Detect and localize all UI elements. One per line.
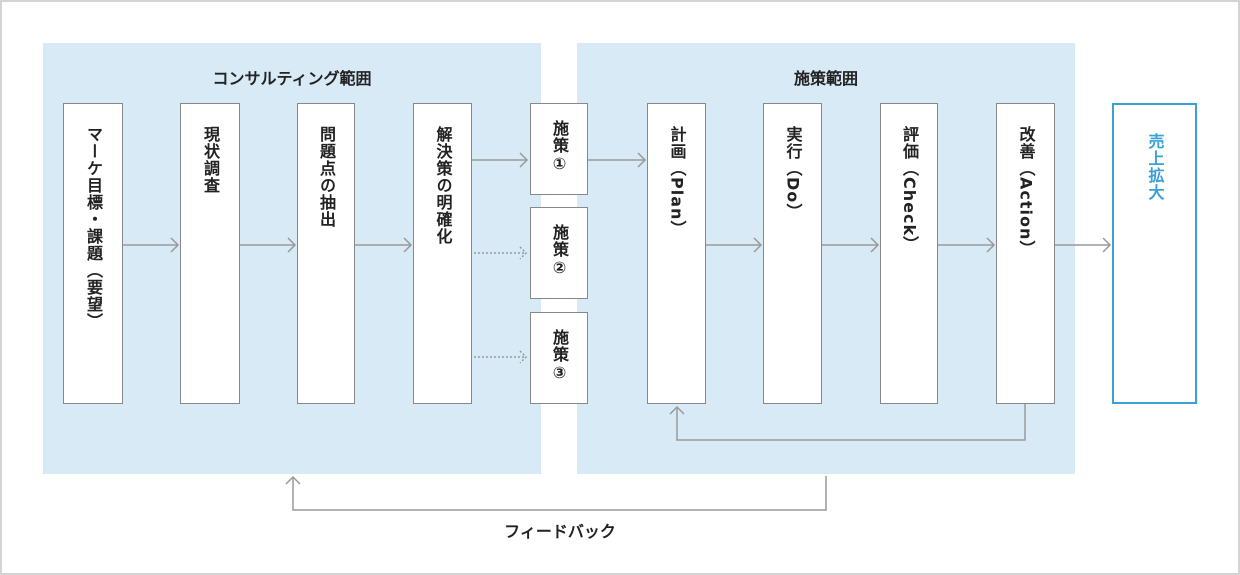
solution-clarification-box: 解決策の明確化 — [413, 103, 472, 404]
measure-1-box: 施策① — [530, 103, 588, 195]
measure-2-label: 施策② — [550, 224, 569, 278]
arrow-feedback — [292, 476, 827, 511]
measure-1-label: 施策① — [550, 120, 569, 174]
sales-growth-box: 売上拡大 — [1112, 103, 1197, 404]
sales-growth-label: 売上拡大 — [1145, 133, 1165, 201]
marketing-goal-box: マーケ目標・課題（要望） — [63, 103, 123, 404]
do-box: 実行（Do） — [763, 103, 822, 404]
check-box: 評価（Check） — [880, 103, 938, 404]
check-label: 評価（Check） — [900, 126, 919, 254]
marketing-goal-label: マーケ目標・課題（要望） — [84, 126, 103, 330]
measures-scope-title: 施策範囲 — [793, 69, 858, 88]
problem-extraction-box: 問題点の抽出 — [297, 103, 355, 404]
solution-clarification-label: 解決策の明確化 — [433, 126, 453, 245]
do-label: 実行（Do） — [783, 126, 803, 221]
measure-3-label: 施策③ — [550, 329, 569, 383]
problem-extraction-label: 問題点の抽出 — [317, 126, 336, 228]
action-label: 改善（Action） — [1016, 126, 1036, 258]
action-box: 改善（Action） — [996, 103, 1055, 404]
measure-2-box: 施策② — [530, 207, 588, 299]
arrow-action-loop-to-plan — [676, 404, 1026, 441]
current-survey-box: 現状調査 — [180, 103, 240, 404]
current-survey-label: 現状調査 — [201, 126, 220, 194]
consulting-scope-title: コンサルティング範囲 — [212, 69, 372, 88]
measure-3-box: 施策③ — [530, 312, 588, 404]
plan-box: 計画（Plan） — [647, 103, 706, 404]
feedback-label: フィードバック — [504, 522, 616, 541]
plan-label: 計画（Plan） — [667, 126, 687, 238]
